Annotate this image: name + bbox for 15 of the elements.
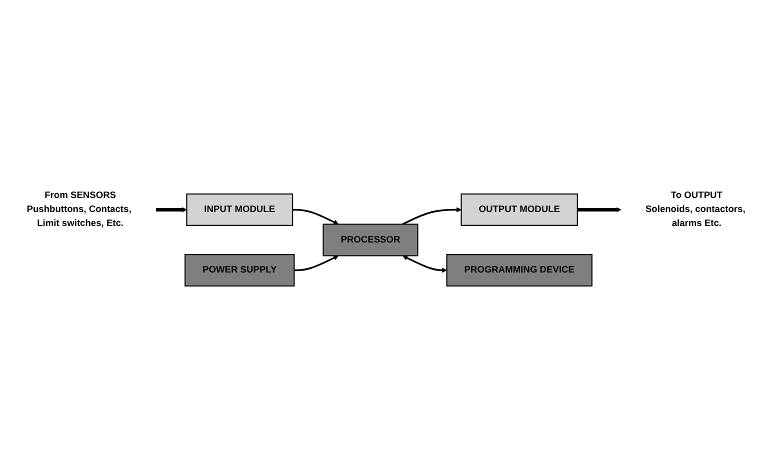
node-label: Solenoids, contactors, alarms Etc.: [645, 204, 746, 228]
node-text: To OUTPUT: [670, 190, 722, 200]
arrow: [402, 207, 462, 226]
arrow: [294, 255, 339, 272]
node-box: PROCESSOR: [322, 224, 418, 256]
node-box: POWER SUPPLY: [184, 254, 295, 287]
node-box: OUTPUT MODULE: [460, 193, 578, 226]
arrow: [402, 256, 448, 273]
node-label: Pushbuttons, Contacts, Limit switches, Etc.: [26, 204, 132, 228]
node-box: INPUT MODULE: [186, 193, 294, 226]
arrow: [156, 207, 187, 212]
node-box: PROGRAMMING DEVICE: [446, 254, 592, 287]
arrow: [577, 207, 622, 212]
node-text: From SENSORS: [44, 190, 116, 200]
arrow: [292, 208, 339, 225]
